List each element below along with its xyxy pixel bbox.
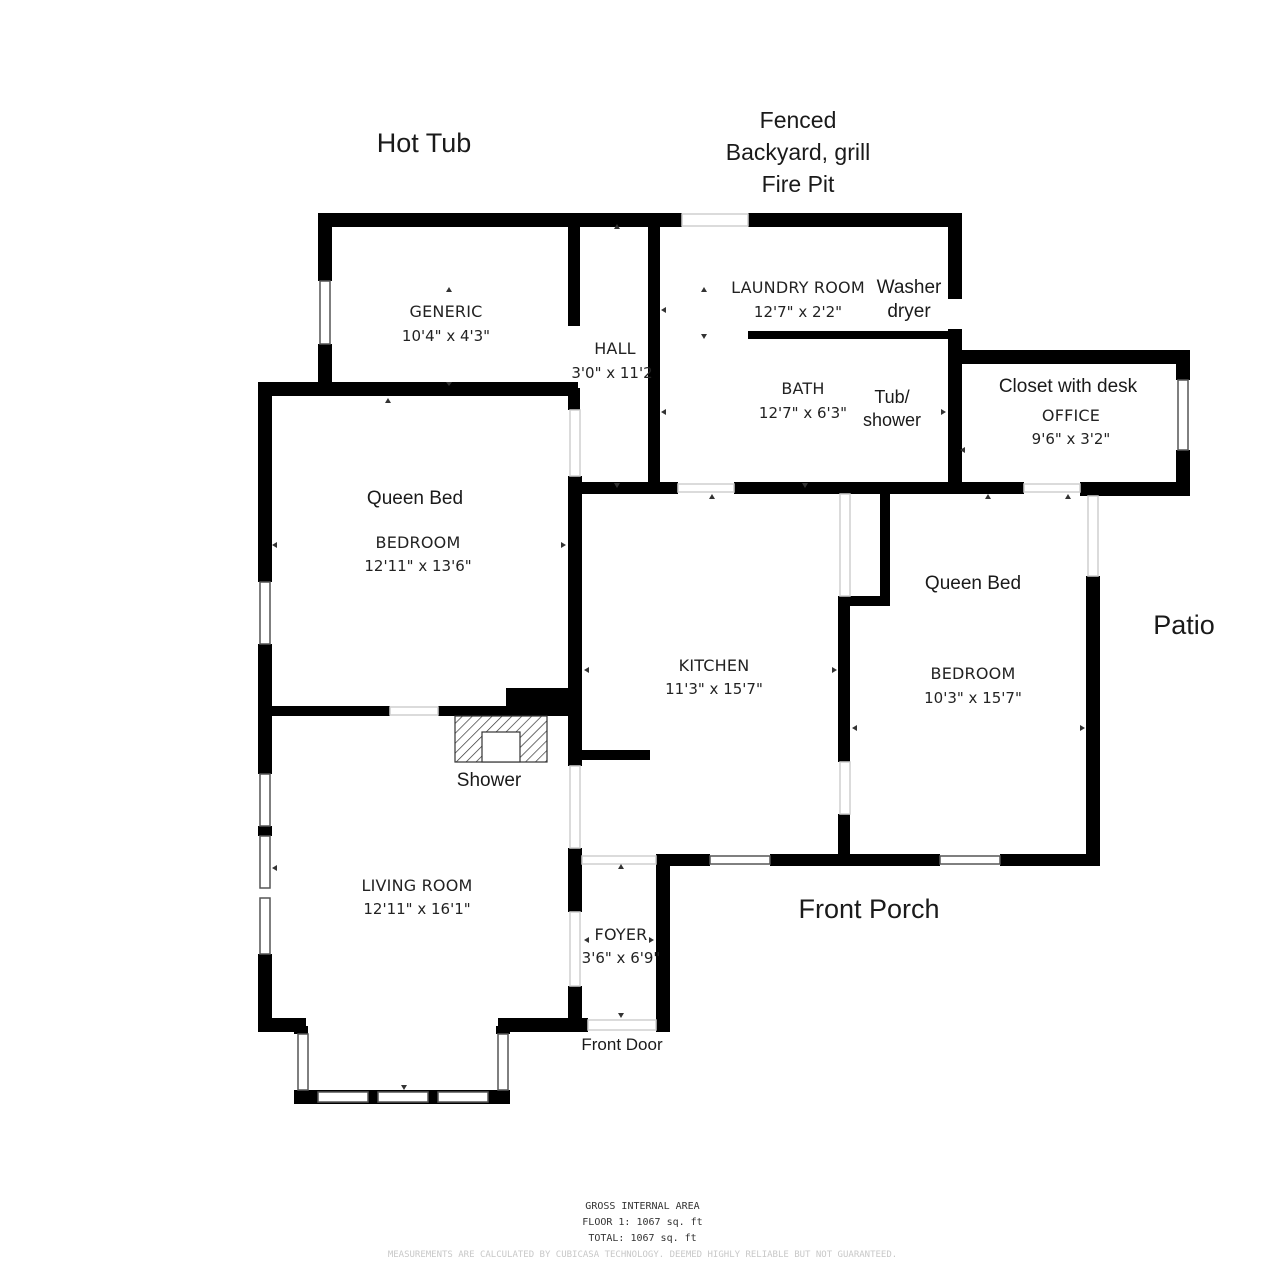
- room-dims-generic: 10'4" x 4'3": [401, 327, 491, 345]
- openings: [389, 213, 1099, 1031]
- gross-area-heading: GROSS INTERNAL AREA: [585, 1201, 700, 1212]
- shower-hatch: [454, 715, 548, 763]
- tub-line: Tub/: [874, 387, 910, 407]
- room-dims-living: 12'11" x 16'1": [363, 900, 471, 918]
- measurement-disclaimer: MEASUREMENTS ARE CALCULATED BY CUBICASA …: [387, 1250, 898, 1260]
- room-dims-office: 9'6" x 3'2": [1031, 430, 1111, 448]
- room-dims-bedroom-2: 10'3" x 15'7": [924, 689, 1022, 707]
- backyard-label: Fenced Backyard, grill Fire Pit: [726, 104, 870, 200]
- backyard-line-2: Backyard, grill: [725, 139, 871, 165]
- front-porch-label: Front Porch: [798, 894, 940, 924]
- room-name-office: OFFICE: [1041, 406, 1101, 425]
- room-name-kitchen: KITCHEN: [678, 656, 750, 675]
- room-dims-kitchen: 11'3" x 15'7": [665, 680, 763, 698]
- room-name-living: LIVING ROOM: [361, 876, 473, 895]
- room-name-generic: GENERIC: [409, 302, 483, 321]
- closet-with-desk-label: Closet with desk: [998, 376, 1138, 397]
- room-name-laundry: LAUNDRY ROOM: [731, 278, 865, 297]
- walls: [258, 213, 1190, 1104]
- queen-bed-label-1: Queen Bed: [366, 488, 464, 509]
- room-name-bedroom-1: BEDROOM: [375, 533, 461, 552]
- backyard-line-3: Fire Pit: [761, 171, 835, 197]
- total-area: TOTAL: 1067 sq. ft: [588, 1233, 697, 1244]
- room-dims-foyer: 3'6" x 6'9": [581, 949, 661, 967]
- dimension-markers: [272, 224, 1085, 1090]
- washer-dryer-label: Washer dryer: [877, 276, 942, 324]
- washer-line: Washer: [876, 277, 942, 298]
- room-name-hall: HALL: [594, 339, 636, 358]
- room-dims-bath: 12'7" x 6'3": [758, 404, 848, 422]
- shower-label: Shower: [456, 770, 522, 791]
- queen-bed-label-2: Queen Bed: [924, 573, 1022, 594]
- room-name-bedroom-2: BEDROOM: [930, 664, 1016, 683]
- hot-tub-label: Hot Tub: [376, 128, 472, 158]
- room-dims-laundry: 12'7" x 2'2": [753, 303, 843, 321]
- room-dims-bedroom-1: 12'11" x 13'6": [364, 557, 472, 575]
- room-dims-hall: 3'0" x 11'2: [571, 364, 653, 382]
- backyard-line-1: Fenced: [759, 107, 837, 133]
- tub-shower-label: Tub/ shower: [863, 386, 921, 432]
- room-name-foyer: FOYER: [594, 925, 648, 944]
- patio-label: Patio: [1153, 610, 1215, 640]
- windows: [259, 280, 1189, 1103]
- floor-1-area: FLOOR 1: 1067 sq. ft: [582, 1217, 703, 1228]
- shower-line: shower: [862, 410, 922, 430]
- dryer-line: dryer: [887, 301, 931, 322]
- area-summary: GROSS INTERNAL AREA FLOOR 1: 1067 sq. ft…: [0, 1199, 1285, 1263]
- front-door-label: Front Door: [581, 1035, 663, 1054]
- room-name-bath: BATH: [781, 379, 825, 398]
